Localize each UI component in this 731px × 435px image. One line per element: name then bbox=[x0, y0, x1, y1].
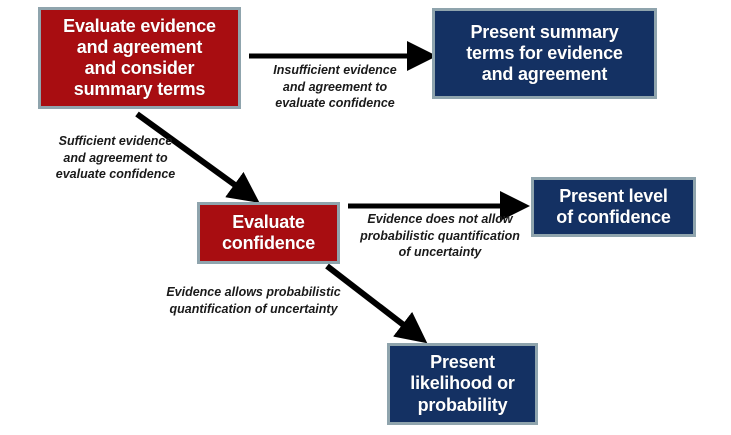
node-present-level-of-confidence[interactable]: Present level of confidence bbox=[531, 177, 696, 237]
node-present-likelihood-or-probability-label: Present likelihood or probability bbox=[410, 352, 515, 415]
node-present-summary-terms[interactable]: Present summary terms for evidence and a… bbox=[432, 8, 657, 99]
edge-label-sufficient-evidence: Sufficient evidence and agreement to eva… bbox=[55, 134, 176, 181]
node-present-level-of-confidence-label: Present level of confidence bbox=[556, 185, 671, 227]
edge-label-insufficient-evidence: Insufficient evidence and agreement to e… bbox=[273, 63, 397, 110]
node-evaluate-evidence-label: Evaluate evidence and agreement and cons… bbox=[63, 15, 216, 100]
node-present-likelihood-or-probability[interactable]: Present likelihood or probability bbox=[387, 343, 538, 425]
node-evaluate-evidence[interactable]: Evaluate evidence and agreement and cons… bbox=[38, 7, 241, 109]
edge-label-evidence-allows: Evidence allows probabilistic quantifica… bbox=[166, 285, 341, 316]
edge-label-evidence-does-not-allow: Evidence does not allow probabilistic qu… bbox=[360, 212, 520, 259]
node-evaluate-confidence[interactable]: Evaluate confidence bbox=[197, 202, 340, 264]
node-evaluate-confidence-label: Evaluate confidence bbox=[221, 211, 316, 253]
node-present-summary-terms-label: Present summary terms for evidence and a… bbox=[466, 21, 623, 85]
